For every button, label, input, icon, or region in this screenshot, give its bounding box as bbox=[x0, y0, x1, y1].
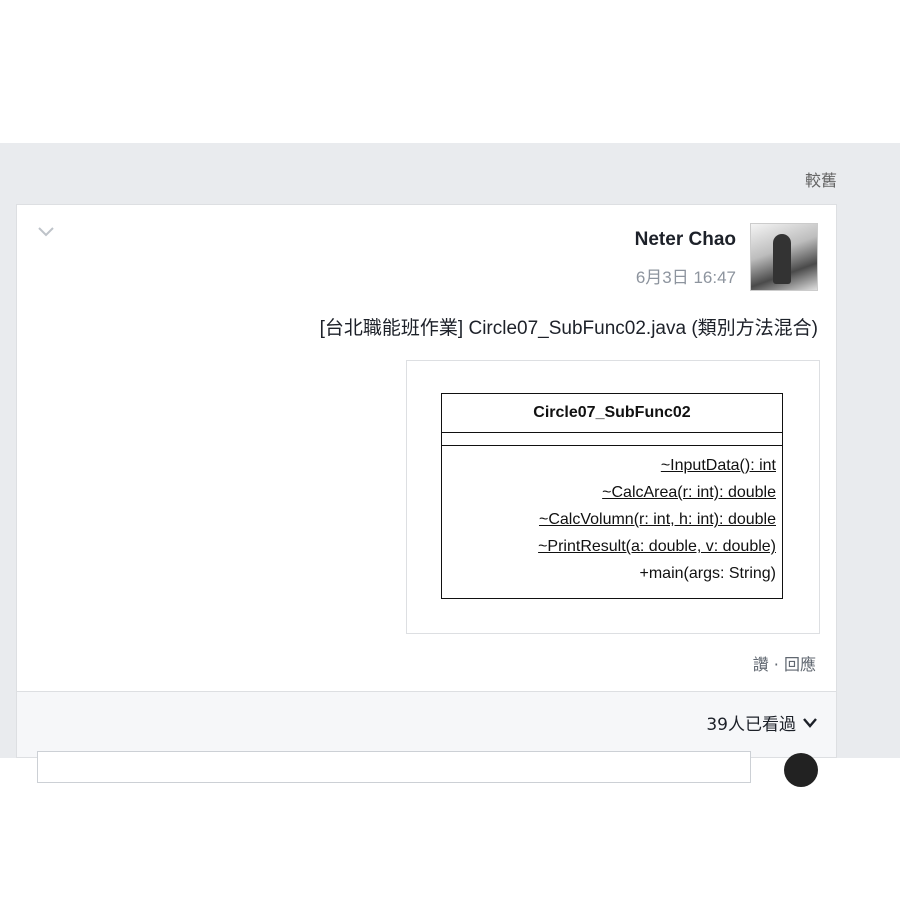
seen-count: 39人已看過 bbox=[706, 715, 796, 735]
author-avatar[interactable] bbox=[750, 223, 818, 291]
comment-input[interactable] bbox=[37, 751, 751, 783]
uml-method: +main(args: String) bbox=[639, 565, 777, 582]
action-separator: · bbox=[773, 655, 779, 674]
seen-by-toggle[interactable]: 39人已看過 bbox=[706, 710, 818, 735]
post-image[interactable]: Circle07_SubFunc02 ~InputData(): int ~Ca… bbox=[406, 360, 820, 634]
post-actions: 讚 · 回應 bbox=[753, 651, 816, 675]
reply-link[interactable]: 回應 bbox=[783, 655, 816, 674]
older-posts-link[interactable]: 較舊 bbox=[804, 171, 837, 190]
post-author-name[interactable]: Neter Chao bbox=[634, 229, 736, 250]
post-footer: 39人已看過 bbox=[17, 692, 836, 787]
post-timestamp[interactable]: 6月3日 16:47 bbox=[635, 268, 736, 287]
post-text: [台北職能班作業] Circle07_SubFunc02.java (類別方法混… bbox=[319, 318, 818, 339]
like-link[interactable]: 讚 bbox=[752, 655, 769, 674]
uml-method: ~CalcVolumn(r: int, h: int): double bbox=[538, 511, 776, 528]
uml-method: ~CalcArea(r: int): double bbox=[602, 484, 776, 501]
uml-class-name: Circle07_SubFunc02 bbox=[442, 394, 782, 433]
uml-class-diagram: Circle07_SubFunc02 ~InputData(): int ~Ca… bbox=[441, 393, 783, 599]
uml-attributes-section bbox=[442, 433, 782, 446]
commenter-avatar bbox=[784, 753, 818, 787]
chevron-down-icon[interactable] bbox=[37, 225, 55, 239]
avatar-figure bbox=[773, 234, 791, 284]
uml-method: ~InputData(): int bbox=[660, 457, 776, 474]
uml-methods-section: ~InputData(): int ~CalcArea(r: int): dou… bbox=[442, 446, 782, 587]
post-card: Neter Chao 6月3日 16:47 [台北職能班作業] Circle07… bbox=[16, 204, 837, 787]
uml-method: ~PrintResult(a: double, v: double) bbox=[538, 538, 776, 555]
divider bbox=[17, 691, 836, 692]
chevron-down-icon bbox=[803, 717, 817, 728]
